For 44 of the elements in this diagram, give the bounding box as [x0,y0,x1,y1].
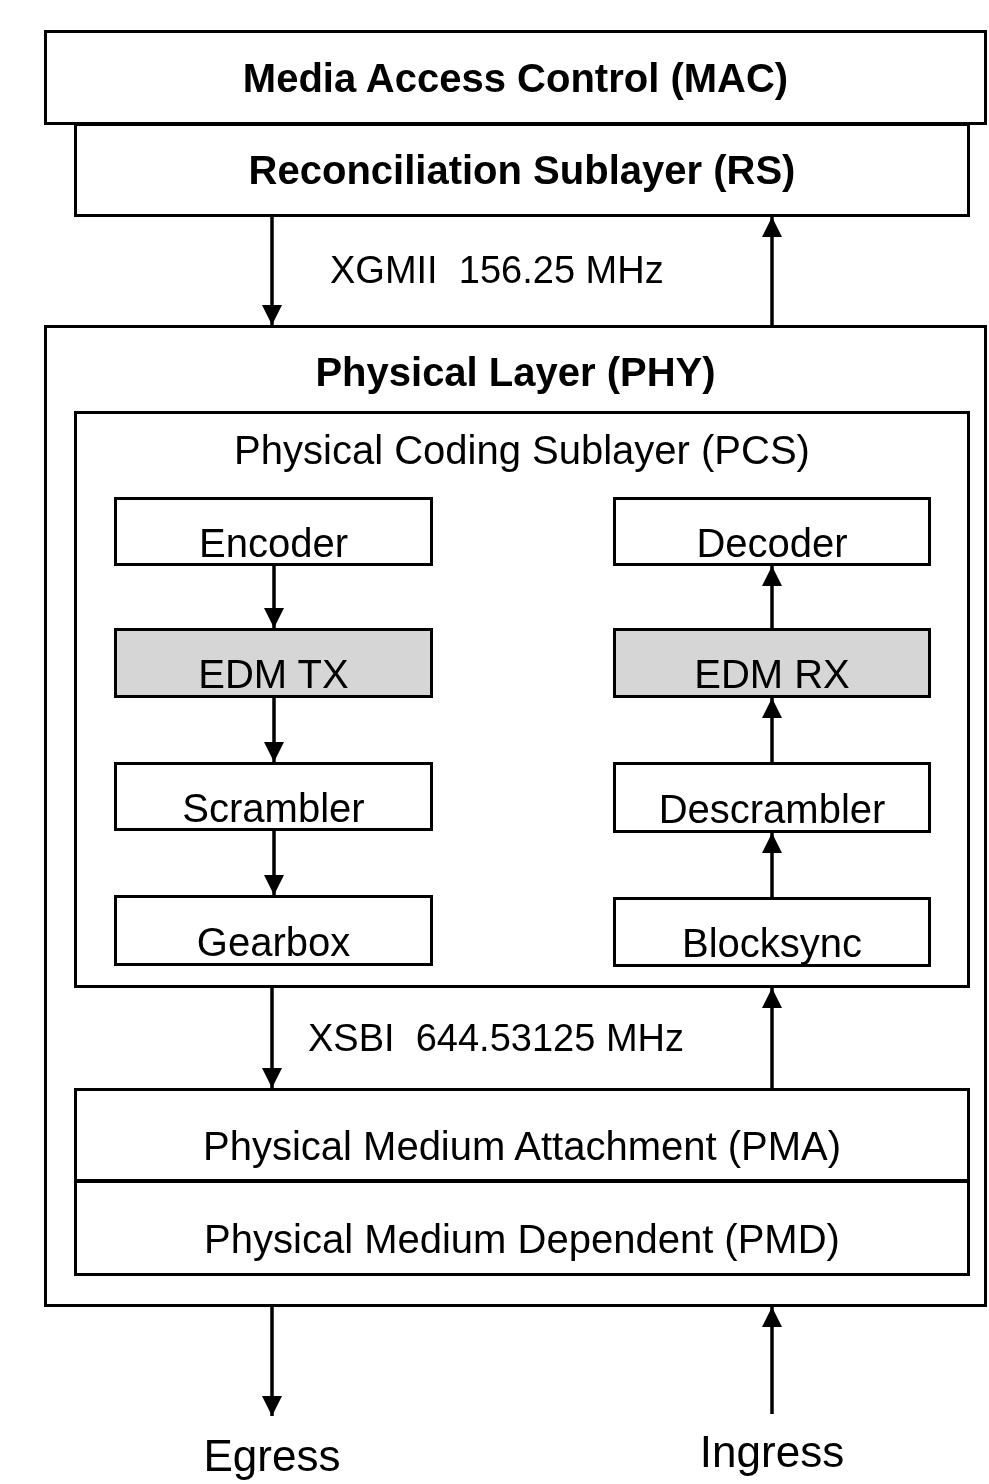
layer-box [44,30,987,125]
block-label: EDM TX [198,652,349,696]
block-label: Descrambler [658,786,886,831]
io-label: Ingress [699,1427,845,1477]
block-label: Blocksync [681,921,863,965]
block-label: Gearbox [196,919,351,964]
block-label: EDM RX [694,652,850,696]
arrow [264,831,284,895]
process-block [613,497,931,566]
arrow [762,833,782,897]
arrow [264,566,284,628]
process-block [114,762,433,831]
block-label: Scrambler [182,785,365,830]
block-label: Physical Medium Dependent (PMD) [204,1217,840,1261]
process-block [74,1088,970,1182]
block-label: Encoder [199,520,348,565]
arrow [762,566,782,628]
arrow [762,988,782,1088]
highlighted-block [613,628,931,698]
layer-heading: Physical Coding Sublayer (PCS) [234,428,810,472]
process-block [613,897,931,967]
arrow [264,698,284,762]
arrow [262,1307,282,1416]
arrow [262,988,282,1088]
arrow [262,217,282,325]
arrow [762,1307,782,1414]
process-block [114,895,433,966]
layer-box [74,123,970,217]
block-label: Physical Medium Attachment (PMA) [203,1124,841,1168]
layer-heading: Physical Layer (PHY) [315,350,716,394]
interface-label: XSBI 644.53125 MHz [308,1018,684,1060]
process-block [613,762,931,833]
process-block [114,497,433,566]
sublayer-container [74,411,970,988]
arrow [762,217,782,325]
interface-label: XGMII 156.25 MHz [330,250,664,292]
highlighted-block [114,628,433,698]
block-label: Reconciliation Sublayer (RS) [248,148,796,192]
block-label: Decoder [696,520,848,565]
io-label: Egress [203,1431,341,1481]
process-block [74,1180,970,1276]
block-label: Media Access Control (MAC) [242,55,789,100]
layer-container [44,325,987,1307]
arrow [762,698,782,762]
